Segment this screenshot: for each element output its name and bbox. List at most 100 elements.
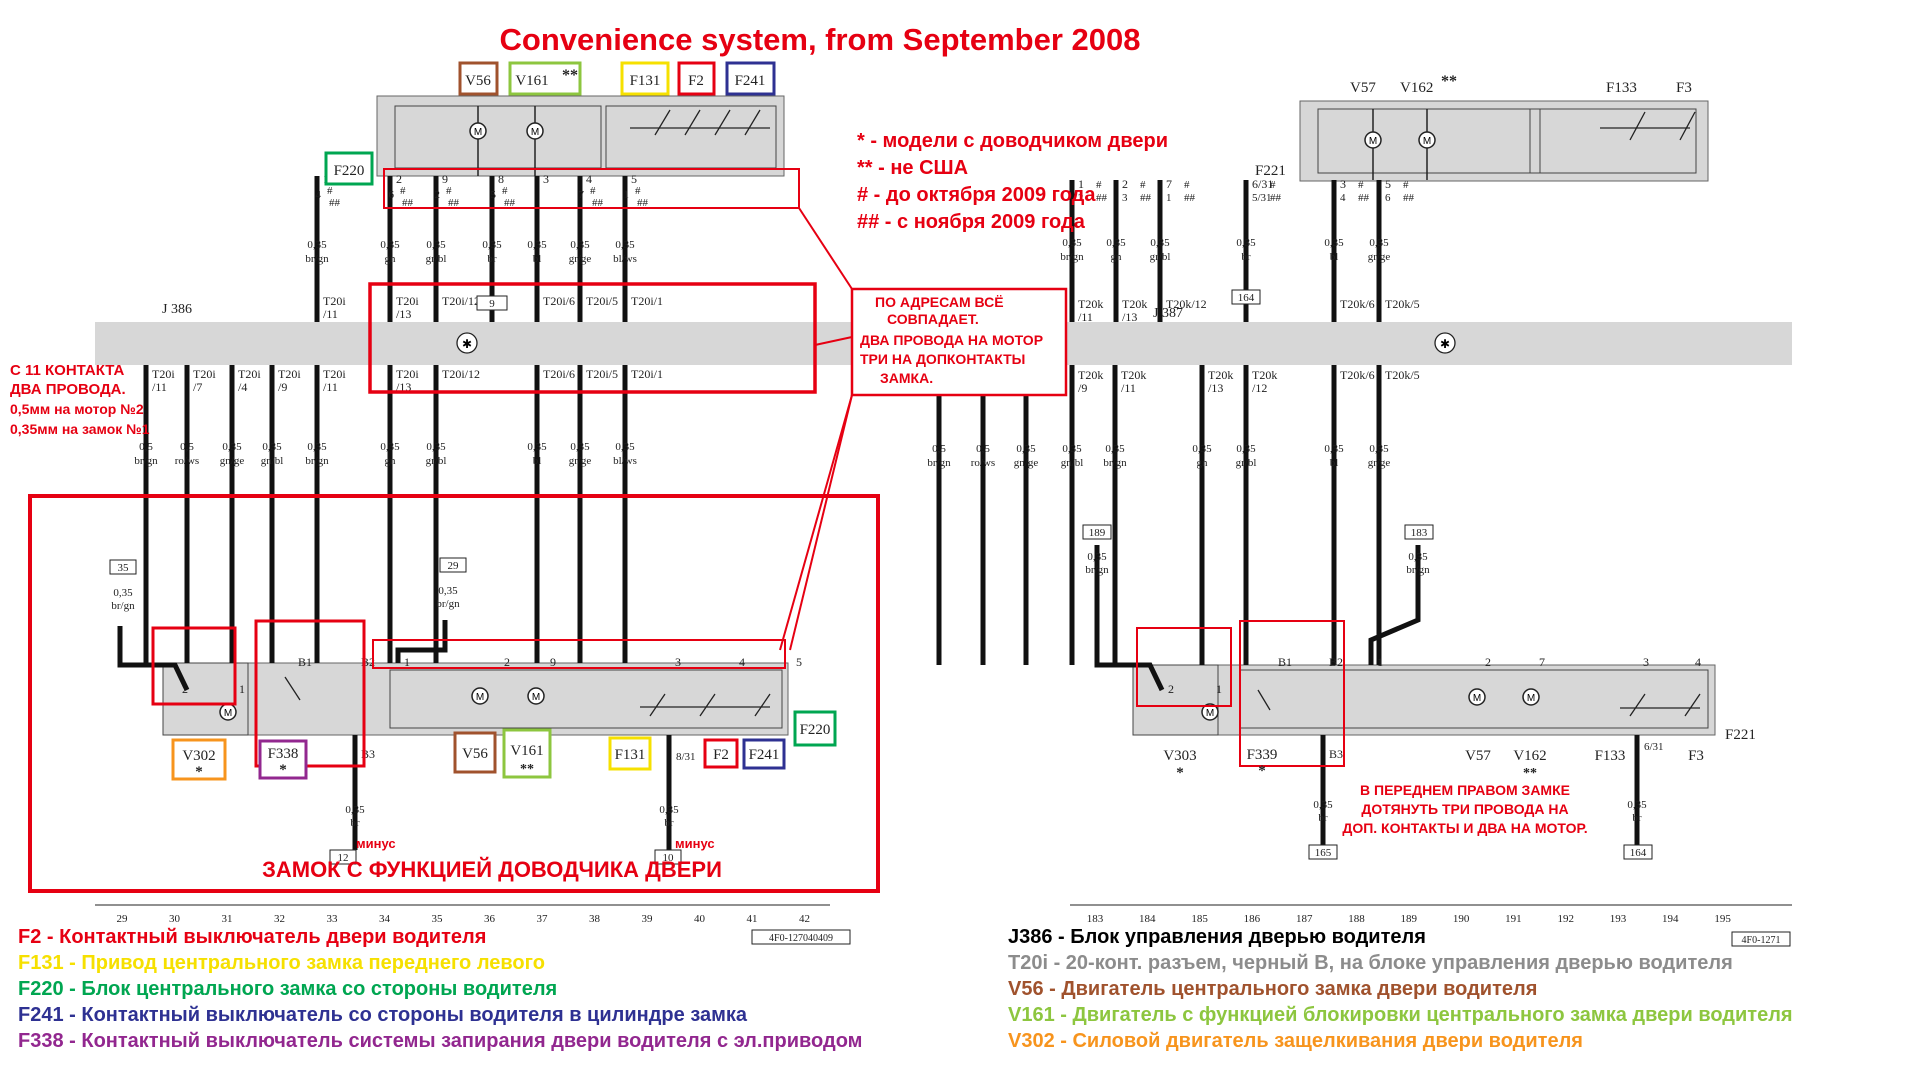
label-f133: F133 xyxy=(1606,80,1637,96)
wire-color: br/gn xyxy=(305,253,329,265)
pin-number: 5 xyxy=(491,189,497,201)
pin-mark: ## xyxy=(402,197,414,209)
callout-right-line: ДОП. КОНТАКТЫ И ДВА НА МОТОР. xyxy=(1342,820,1587,836)
ground-ref-box xyxy=(109,559,137,575)
scale-number: 191 xyxy=(1505,913,1522,925)
pin-number: 3 xyxy=(675,655,681,669)
callout-line: ЗАМКА. xyxy=(880,370,933,386)
wire-size: 0,35 xyxy=(1408,551,1428,563)
scale-number: 29 xyxy=(117,913,129,925)
highlight-v302-pins xyxy=(151,626,237,706)
connector-pin: T20k/12 xyxy=(1166,297,1207,311)
scale-number: 195 xyxy=(1714,913,1731,925)
ground-ref-box xyxy=(1404,524,1434,540)
scale-number: 194 xyxy=(1662,913,1679,925)
label-stars: ** xyxy=(520,762,534,777)
ground-ref-box xyxy=(1231,289,1261,305)
wire-color: br/gn xyxy=(436,598,460,610)
label-box-f220 xyxy=(324,151,374,186)
wire-color: gn/ge xyxy=(220,455,245,467)
transistor-icon: ✱ xyxy=(456,332,478,354)
connector-pin: /11 xyxy=(1121,381,1136,395)
legend-right: J386 - Блок управления дверью водителяT2… xyxy=(1008,926,1793,1052)
pin-number: 2 xyxy=(1122,177,1128,191)
pin-mark: ## xyxy=(637,197,649,209)
wire-color: ro/ws xyxy=(971,457,995,469)
label-box-f241-bottom xyxy=(742,738,786,770)
legend-item: T20i - 20-конт. разъем, черный B, на бло… xyxy=(1008,952,1733,974)
scale-number: 30 xyxy=(169,913,181,925)
svg-text:✱: ✱ xyxy=(462,337,472,351)
connector-pin: T20k/6 xyxy=(1340,368,1375,382)
wire-color: gr/bl xyxy=(1150,251,1171,263)
pin-number: B1 xyxy=(1278,655,1292,669)
pin-number: 2 xyxy=(435,189,441,201)
pin-number: 4 xyxy=(586,172,592,186)
label-f241: F241 xyxy=(749,747,780,763)
connector-pin: /4 xyxy=(238,380,247,394)
label-v302: V302 xyxy=(182,748,215,764)
wire-color: br/gn xyxy=(1406,564,1430,576)
note-line: * - модели с доводчиком двери xyxy=(857,130,1168,152)
wire-size: 0,35 xyxy=(1106,237,1126,249)
wire-size: 0,5 xyxy=(932,443,946,455)
wire-color: gr/ge xyxy=(569,253,592,265)
scale-number: 36 xyxy=(484,913,496,925)
label-f220: F220 xyxy=(800,722,831,738)
scale-number: 192 xyxy=(1557,913,1574,925)
highlight-f338-pins xyxy=(254,619,366,768)
pin-number: 1 xyxy=(404,655,410,669)
wire-color: gr/bl xyxy=(1236,457,1257,469)
pin-number: 8/31 xyxy=(676,751,696,763)
label-v161: V161 xyxy=(515,73,548,89)
legend-item: F2 - Контактный выключатель двери водите… xyxy=(18,926,486,948)
wire-color: br xyxy=(487,253,497,265)
label-f131: F131 xyxy=(630,73,661,89)
wire-size: 0,35 xyxy=(1062,237,1082,249)
svg-text:M: M xyxy=(1423,136,1431,147)
legend-item: V161 - Двигатель с функцией блокировки ц… xyxy=(1008,1004,1793,1026)
pin-mark: ## xyxy=(1184,192,1196,204)
scale-number: 40 xyxy=(694,913,706,925)
connector-pin: /11 xyxy=(323,307,338,321)
svg-text:M: M xyxy=(1206,708,1214,719)
pin-number: 4 xyxy=(316,189,322,201)
wire-color: gn xyxy=(385,253,397,265)
wire-size: 0,35 xyxy=(438,585,458,597)
label-box-f131 xyxy=(620,61,670,96)
wire-color: br/gn xyxy=(1103,457,1127,469)
wire-color: gn/bl xyxy=(1061,457,1084,469)
legend-left: F2 - Контактный выключатель двери водите… xyxy=(18,926,862,1052)
pin-number: 5 xyxy=(796,655,802,669)
ground-ref: 12 xyxy=(338,852,349,864)
wire-size: 0,35 xyxy=(1369,443,1389,455)
motor-icon: M xyxy=(471,687,489,705)
wire-size: 0,35 xyxy=(1236,237,1256,249)
callout-match-box xyxy=(850,287,1068,397)
ground-ref: 164 xyxy=(1238,292,1255,304)
motor-icon: M xyxy=(1364,109,1382,180)
callout-line: ТРИ НА ДОПКОНТАКТЫ xyxy=(860,351,1025,367)
note-pin11-line: ДВА ПРОВОДА. xyxy=(10,381,126,398)
scale-number: 31 xyxy=(222,913,233,925)
wire-color: br/gn xyxy=(111,600,135,612)
connector-pin: T20i xyxy=(278,367,301,381)
connector-pin: T20k xyxy=(1122,297,1147,311)
label-f339: F339 xyxy=(1247,747,1278,763)
wire-size: 0,35 xyxy=(262,441,282,453)
ground-ref: 165 xyxy=(1315,847,1332,859)
callout-right-line: В ПЕРЕДНЕМ ПРАВОМ ЗАМКЕ xyxy=(1360,782,1570,798)
label-f2: F2 xyxy=(688,73,704,89)
label-v56: V56 xyxy=(465,73,491,89)
wire-color: bl/ws xyxy=(613,253,637,265)
pin-number: 2 xyxy=(504,655,510,669)
ground-ref-box xyxy=(1082,524,1112,540)
note-pin11-line: 0,5мм на мотор №2 xyxy=(10,401,144,417)
label-f2: F2 xyxy=(713,747,729,763)
pin-number: 6/31 xyxy=(1252,177,1273,191)
pin-mark: ## xyxy=(1403,192,1415,204)
motor-icon: M xyxy=(1201,703,1219,721)
label-star: * xyxy=(279,762,287,778)
label-f241: F241 xyxy=(735,73,766,89)
pin-mark: # xyxy=(400,185,406,197)
